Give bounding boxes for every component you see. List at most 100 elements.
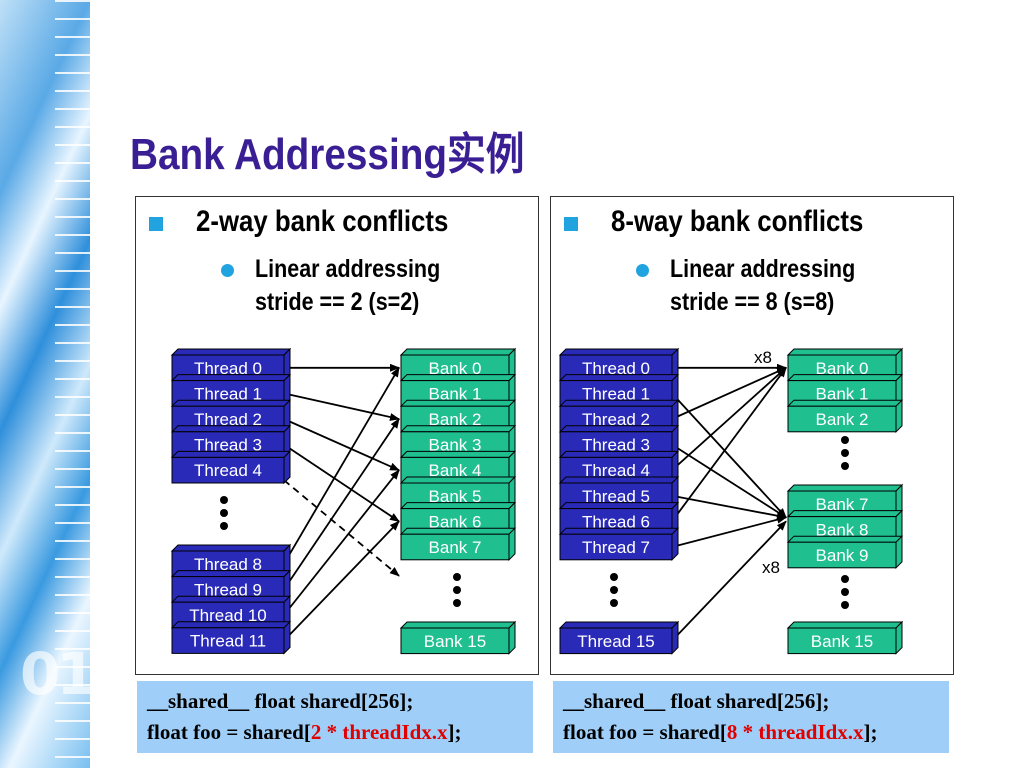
thread-box-top-face (558, 450, 680, 458)
mapping-arrow (671, 366, 787, 420)
page-title: Bank Addressing实例 (130, 130, 525, 179)
panel-subheading: Linear addressing stride == 8 (s=8) (670, 253, 855, 319)
thread-box-label: Thread 4 (194, 461, 262, 480)
subheading-line-2: stride == 2 (s=2) (255, 288, 420, 316)
thread-box-label: Thread 7 (582, 538, 650, 557)
thread-box-front-face (171, 627, 285, 654)
subheading-line-2: stride == 8 (s=8) (670, 288, 835, 316)
ellipsis-dot (453, 573, 461, 581)
bank-box-label: Bank 0 (429, 359, 482, 378)
bank-box-top-face (786, 374, 904, 382)
thread-box-label: Thread 8 (194, 555, 262, 574)
bank-box-top-face (399, 621, 517, 629)
bank-box-side-face (508, 620, 516, 655)
ellipsis-dot (841, 588, 849, 596)
panel-subheading: Linear addressing stride == 2 (s=2) (255, 253, 440, 319)
code-index-expression: 8 * threadIdx.x (726, 720, 864, 744)
bank-box-front-face (400, 533, 510, 561)
ellipsis-dot (610, 573, 618, 581)
sidebar-stripes (55, 0, 90, 768)
thread-box-top-face (558, 476, 680, 484)
thread-box-side-face (671, 526, 679, 562)
thread-box-label: Thread 5 (582, 487, 650, 506)
thread-box-top-face (170, 374, 292, 382)
thread-box-top-face (558, 399, 680, 407)
bank-box-label: Bank 9 (816, 546, 869, 565)
code-line-1: __shared__ float shared[256]; (147, 689, 414, 713)
bank-box-front-face (787, 627, 897, 655)
bank-box-front-face (400, 627, 510, 655)
bank-box-top-face (399, 374, 517, 382)
bank-box-side-face (895, 534, 903, 570)
bank-box-label: Bank 8 (816, 520, 869, 539)
thread-box-label: Thread 6 (582, 512, 650, 531)
bank-box-side-face (895, 620, 903, 655)
bank-box-top-face (399, 527, 517, 535)
round-bullet-icon (636, 264, 649, 277)
conflict-count-label: x8 (754, 348, 772, 367)
bank-ellipsis (453, 573, 461, 607)
mapping-arrow (283, 443, 400, 523)
panel-heading: 8-way bank conflicts (611, 205, 864, 238)
mapping-arrow (671, 520, 787, 642)
thread-box-label: Thread 2 (194, 410, 262, 429)
thread-box: Thread 11 (170, 620, 292, 655)
thread-box: Thread 2 (170, 398, 292, 434)
mapping-arrow (283, 418, 400, 472)
thread-box-front-face (559, 533, 673, 561)
thread-box-top-face (558, 374, 680, 382)
mapping-arrow (283, 392, 400, 421)
thread-box-top-face (170, 570, 292, 578)
thread-box-top-face (170, 544, 292, 552)
bank-box-label: Bank 3 (429, 436, 482, 455)
bank-box-top-face (399, 425, 517, 433)
thread-box-label: Thread 15 (577, 632, 655, 651)
bank-box-label: Bank 15 (811, 632, 873, 651)
bank-box: Bank 9 (786, 534, 904, 570)
code-snippet-2way: __shared__ float shared[256]; float foo … (137, 681, 533, 753)
square-bullet-icon (149, 217, 163, 231)
thread-box-front-face (559, 627, 673, 655)
thread-box-top-face (558, 348, 680, 356)
ellipsis-dot (220, 522, 228, 530)
code-line-2: float foo = shared[2 * threadIdx.x]; (147, 717, 533, 748)
bank-box-label: Bank 4 (429, 461, 482, 480)
thread-box-side-face (283, 450, 291, 485)
thread-box-side-face (671, 620, 679, 655)
thread-box-top-face (170, 399, 292, 407)
bank-box-side-face (895, 398, 903, 434)
thread-ellipsis (220, 496, 228, 530)
thread-box-top-face (558, 425, 680, 433)
thread-box-label: Thread 9 (194, 580, 262, 599)
ellipsis-dot (841, 601, 849, 609)
thread-box-label: Thread 4 (582, 461, 650, 480)
bank-box-top-face (786, 348, 904, 356)
sidebar-binary-watermark: 011 (20, 640, 133, 708)
ellipsis-dot (841, 462, 849, 470)
bank-box: Bank 2 (786, 398, 904, 434)
subheading-line-1: Linear addressing (255, 255, 441, 283)
bank-box-top-face (786, 535, 904, 543)
bank-box-front-face (787, 541, 897, 569)
bank-box-label: Bank 1 (816, 384, 869, 403)
bank-box-label: Bank 2 (429, 410, 482, 429)
mapping-arrow (283, 418, 400, 590)
bank-box-top-face (786, 484, 904, 492)
thread-box-top-face (170, 348, 292, 356)
thread-box-top-face (170, 425, 292, 433)
mapping-arrow-dashed (283, 479, 400, 577)
thread-box-front-face (171, 456, 285, 484)
mapping-arrow (671, 515, 787, 548)
code-index-expression: 2 * threadIdx.x (310, 720, 448, 744)
ellipsis-dot (841, 449, 849, 457)
bank-box-label: Bank 1 (429, 384, 482, 403)
ellipsis-dot (610, 599, 618, 607)
subheading-line-1: Linear addressing (670, 255, 856, 283)
thread-box-label: Thread 0 (582, 359, 650, 378)
bank-box: Bank 15 (786, 620, 904, 655)
thread-box-label: Thread 1 (194, 384, 262, 403)
ellipsis-dot (841, 436, 849, 444)
ellipsis-dot (610, 586, 618, 594)
code-line-2: float foo = shared[8 * threadIdx.x]; (563, 717, 949, 748)
